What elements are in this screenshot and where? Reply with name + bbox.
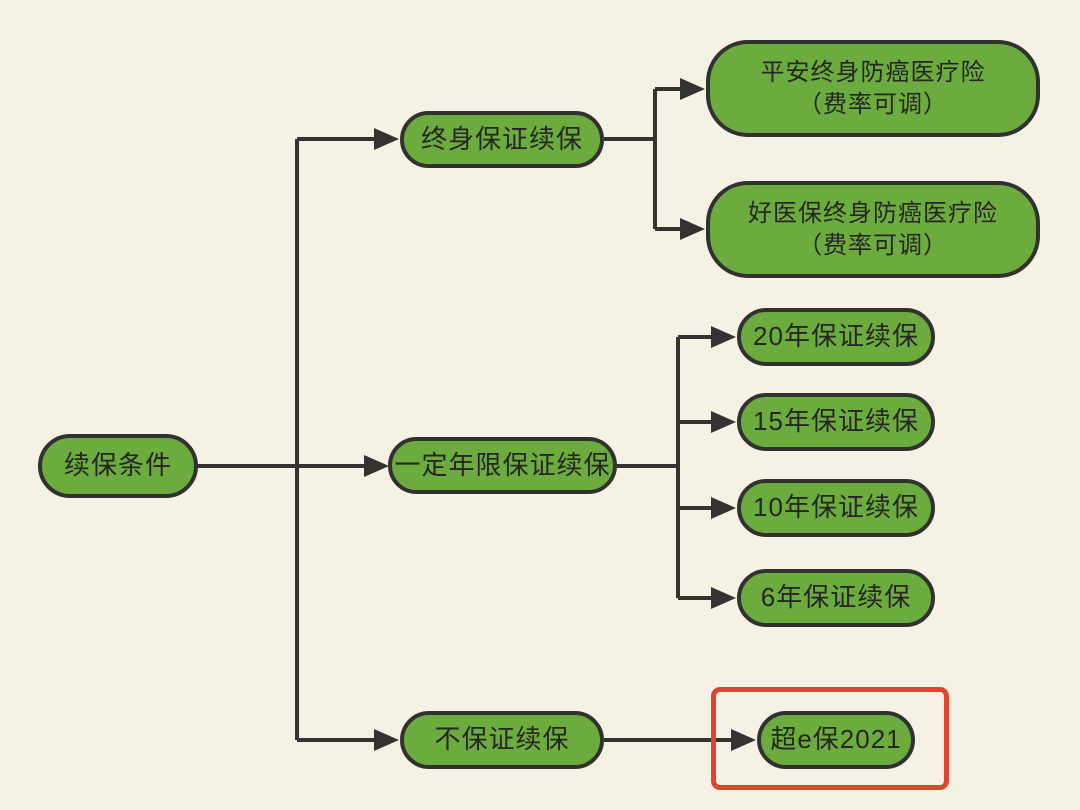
- node-root: 续保条件: [38, 434, 198, 498]
- node-root-label: 续保条件: [63, 450, 172, 481]
- arrowhead-pingan: [680, 78, 705, 100]
- node-leaf-haoyibao-line1: 好医保终身防癌医疗险: [748, 200, 998, 228]
- node-branch-not-guaranteed: 不保证续保: [400, 711, 604, 769]
- arrowhead-chao-e-bao: [731, 729, 756, 751]
- arrowhead-lifetime: [374, 128, 399, 150]
- node-leaf-pingan-line1: 平安终身防癌医疗险: [760, 59, 986, 87]
- node-leaf-pingan: 平安终身防癌医疗险 （费率可调）: [706, 40, 1040, 137]
- node-leaf-10y: 10年保证续保: [737, 479, 935, 537]
- node-leaf-pingan-line2: （费率可调）: [798, 90, 948, 118]
- node-branch-lifetime-label: 终身保证续保: [420, 123, 583, 154]
- edge-fixed-term-fan: [617, 335, 713, 600]
- arrowhead-10y: [711, 497, 736, 519]
- arrowhead-not-guaranteed: [374, 729, 399, 751]
- node-leaf-20y: 20年保证续保: [737, 308, 935, 366]
- node-leaf-15y: 15年保证续保: [737, 393, 935, 451]
- arrowhead-15y: [711, 411, 736, 433]
- node-leaf-10y-label: 10年保证续保: [753, 492, 919, 523]
- arrowhead-haoyibao: [680, 218, 705, 240]
- node-leaf-15y-label: 15年保证续保: [753, 406, 919, 437]
- node-leaf-haoyibao-line2: （费率可调）: [798, 231, 948, 259]
- node-branch-fixed-term-label: 一定年限保证续保: [394, 449, 611, 480]
- node-leaf-chao-e-bao-label: 超e保2021: [770, 724, 902, 755]
- arrowhead-20y: [711, 326, 736, 348]
- edge-lifetime-fan: [604, 87, 682, 231]
- node-leaf-chao-e-bao: 超e保2021: [757, 711, 915, 769]
- arrowhead-6y: [711, 587, 736, 609]
- node-leaf-6y-label: 6年保证续保: [760, 582, 912, 613]
- highlight-box: [711, 687, 949, 790]
- node-branch-lifetime: 终身保证续保: [400, 111, 604, 168]
- node-branch-not-guaranteed-label: 不保证续保: [434, 724, 570, 755]
- node-leaf-6y: 6年保证续保: [737, 569, 935, 627]
- node-leaf-20y-label: 20年保证续保: [753, 321, 919, 352]
- node-leaf-haoyibao: 好医保终身防癌医疗险 （费率可调）: [706, 181, 1040, 278]
- node-branch-fixed-term: 一定年限保证续保: [388, 437, 617, 494]
- arrowhead-fixed-term: [364, 455, 389, 477]
